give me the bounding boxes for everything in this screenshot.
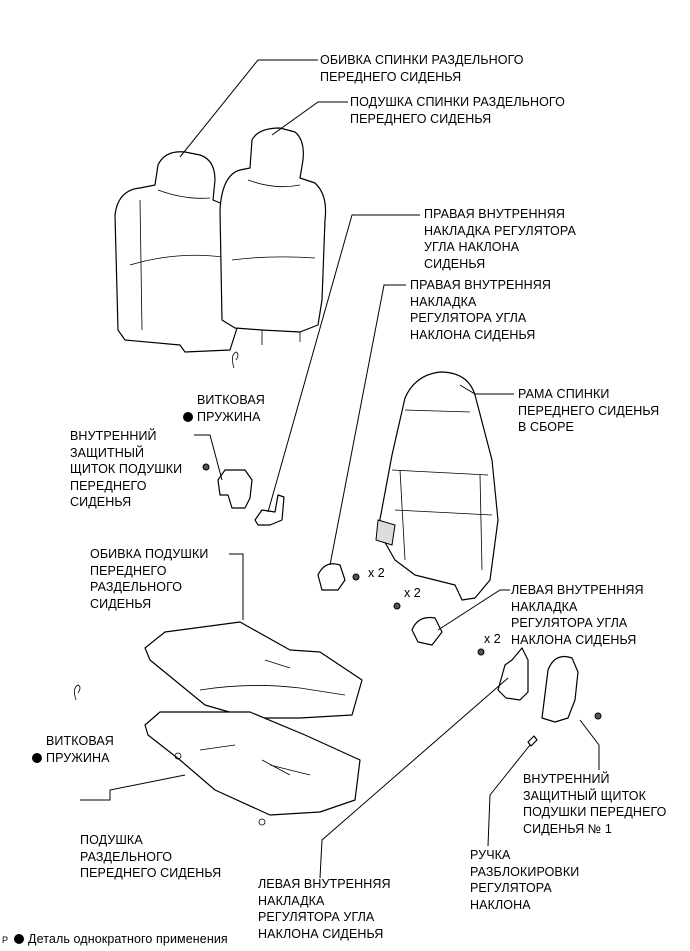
- single-use-dot-icon: [183, 411, 193, 422]
- coil-spring-upper-drawing: [232, 351, 239, 369]
- inner-shield-left-drawing: [202, 463, 253, 509]
- right-inner-cover-2-drawing: [317, 563, 360, 591]
- corner-mark: P: [2, 935, 9, 945]
- label-cushion-pad: ПОДУШКА РАЗДЕЛЬНОГО ПЕРЕДНЕГО СИДЕНЬЯ: [80, 833, 222, 880]
- label-seatback-pad: ПОДУШКА СПИНКИ РАЗДЕЛЬНОГО ПЕРЕДНЕГО СИД…: [350, 95, 565, 126]
- label-cushion-cover: ОБИВКА ПОДУШКИ ПЕРЕДНЕГО РАЗДЕЛЬНОГО СИД…: [90, 547, 209, 611]
- right-inner-cover-1-drawing: [254, 494, 285, 526]
- seatback-frame-drawing: [375, 371, 499, 601]
- release-handle-drawing: [527, 735, 538, 747]
- seatback-pad-drawing: [219, 127, 327, 345]
- legend-text: Деталь однократного применения: [28, 931, 228, 946]
- single-use-dot-icon: [32, 752, 42, 763]
- label-coil-spring-upper: ВИТКОВАЯ ПРУЖИНА: [183, 392, 265, 425]
- cushion-cover-drawing: [144, 621, 363, 719]
- left-inner-cover-1-drawing: [393, 602, 443, 646]
- legend: Деталь однократного применения: [14, 914, 228, 947]
- label-inner-shield-left: ВНУТРЕННИЙ ЗАЩИТНЫЙ ЩИТОК ПОДУШКИ ПЕРЕДН…: [70, 429, 183, 509]
- label-right-inner-cover-1: ПРАВАЯ ВНУТРЕННЯЯ НАКЛАДКА РЕГУЛЯТОРА УГ…: [424, 207, 576, 271]
- single-use-dot-icon: [14, 933, 24, 944]
- label-left-inner-cover-2: ЛЕВАЯ ВНУТРЕННЯЯ НАКЛАДКА РЕГУЛЯТОРА УГЛ…: [258, 877, 391, 941]
- label-right-inner-cover-2: ПРАВАЯ ВНУТРЕННЯЯ НАКЛАДКА РЕГУЛЯТОРА УГ…: [410, 278, 552, 342]
- label-release-handle: РУЧКА РАЗБЛОКИРОВКИ РЕГУЛЯТОРА НАКЛОНА: [470, 848, 580, 912]
- label-inner-shield-right: ВНУТРЕННИЙ ЗАЩИТНЫЙ ЩИТОК ПОДУШКИ ПЕРЕДН…: [523, 772, 667, 836]
- label-coil-spring-lower: ВИТКОВАЯ ПРУЖИНА: [32, 733, 114, 766]
- leader-lines: [80, 59, 600, 879]
- label-seatback-cover: ОБИВКА СПИНКИ РАЗДЕЛЬНОГО ПЕРЕДНЕГО СИДЕ…: [320, 53, 524, 84]
- quantity-x2-left-bracket: x 2: [484, 632, 501, 646]
- inner-shield-right-drawing: [541, 655, 602, 723]
- coil-spring-lower-drawing: [74, 684, 81, 701]
- cushion-pad-drawing: [144, 711, 361, 826]
- seatback-cover-drawing: [114, 151, 239, 353]
- left-inner-cover-2-drawing: [477, 647, 529, 701]
- quantity-x2-right-cover: x 2: [368, 566, 385, 580]
- quantity-x2-left-cover: x 2: [404, 586, 421, 600]
- label-left-inner-cover-1: ЛЕВАЯ ВНУТРЕННЯЯ НАКЛАДКА РЕГУЛЯТОРА УГЛ…: [511, 583, 644, 647]
- label-seatback-frame: РАМА СПИНКИ ПЕРЕДНЕГО СИДЕНЬЯ В СБОРЕ: [518, 387, 660, 434]
